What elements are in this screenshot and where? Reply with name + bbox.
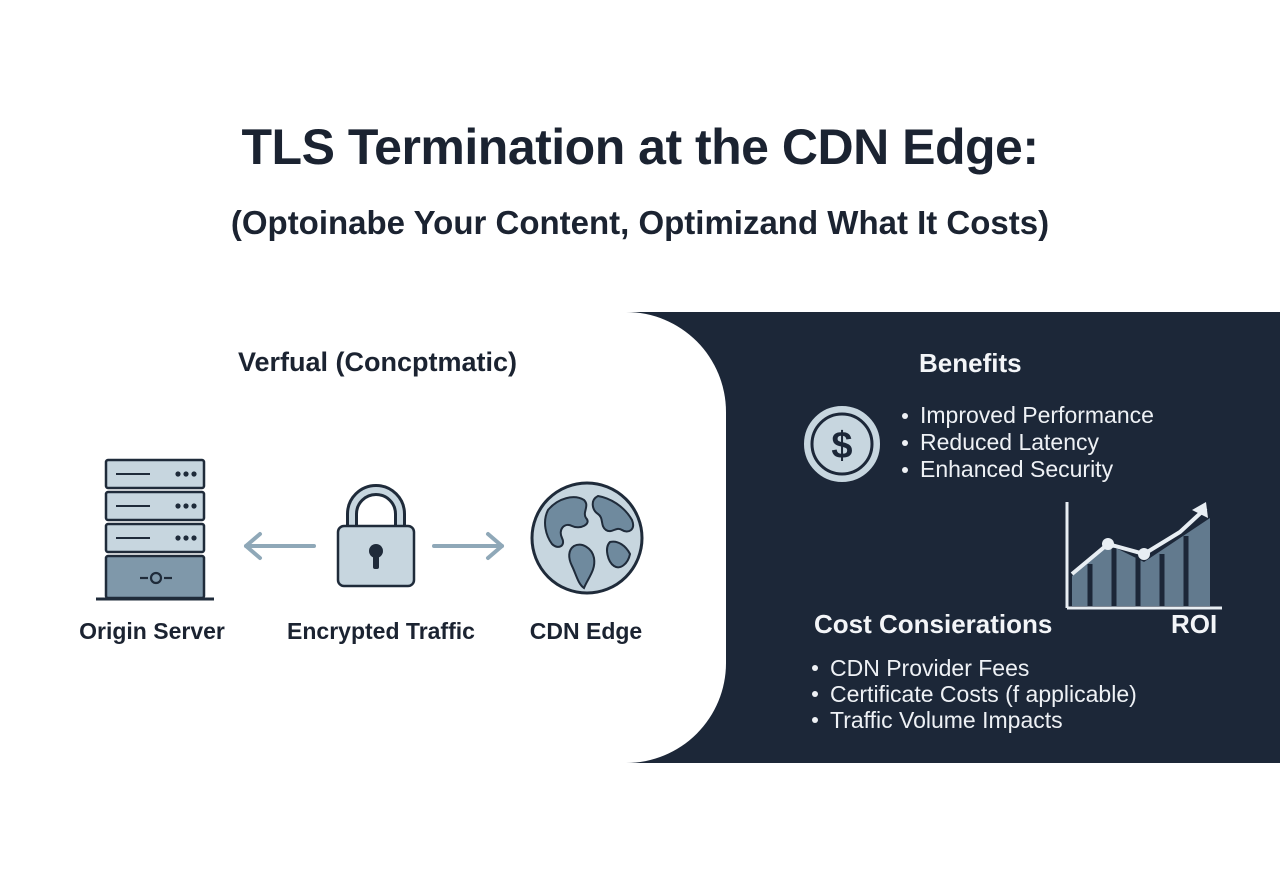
- page-subtitle: (Optoinabe Your Content, Optimizand What…: [230, 204, 1050, 241]
- svg-text:$: $: [831, 425, 852, 467]
- list-item: Reduced Latency: [902, 429, 1154, 456]
- roi-label: ROI: [1171, 609, 1218, 639]
- page-title: TLS Termination at the CDN Edge:: [241, 119, 1040, 175]
- cdn-edge-label: CDN Edge: [529, 618, 643, 644]
- benefits-heading: Benefits: [919, 348, 1022, 378]
- origin-server-label: Origin Server: [79, 618, 225, 644]
- arrow-left-icon: [244, 532, 316, 560]
- arrow-right-icon: [432, 532, 504, 560]
- benefits-list: Improved Performance Reduced Latency Enh…: [902, 402, 1154, 483]
- list-item: Enhanced Security: [902, 456, 1154, 483]
- cost-list: CDN Provider Fees Certificate Costs (f a…: [812, 655, 1137, 733]
- list-item: Traffic Volume Impacts: [812, 707, 1137, 733]
- encrypted-traffic-label: Encrypted Traffic: [287, 618, 475, 644]
- list-item: CDN Provider Fees: [812, 655, 1137, 681]
- list-item: Improved Performance: [902, 402, 1154, 429]
- conceptual-heading: Verfual (Concptmatic): [237, 347, 518, 377]
- chart-icon: [1065, 502, 1222, 610]
- server-icon: [96, 458, 214, 601]
- lock-icon: [336, 484, 416, 588]
- globe-icon: [530, 481, 644, 595]
- dollar-icon: $: [802, 404, 882, 484]
- cost-heading: Cost Consierations: [814, 609, 1053, 639]
- list-item: Certificate Costs (f applicable): [812, 681, 1137, 707]
